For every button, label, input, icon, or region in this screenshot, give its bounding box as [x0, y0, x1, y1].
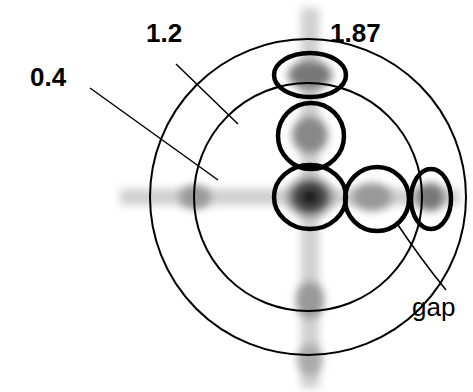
dimension-label: 1.87 — [330, 20, 381, 46]
dimension-label: 1.2 — [146, 20, 182, 46]
speckle-pattern — [120, 8, 460, 388]
leader-line — [90, 88, 218, 180]
inner-circle — [194, 83, 422, 311]
leader-lines — [90, 64, 446, 290]
dimension-label: 0.4 — [30, 64, 66, 90]
spot-ring — [274, 53, 346, 97]
spot-ring — [411, 169, 451, 229]
spot-ring — [278, 103, 344, 169]
spot-ring — [274, 165, 346, 229]
outer-circle — [150, 39, 466, 355]
gap-label: gap — [412, 294, 455, 320]
leader-line — [396, 222, 446, 290]
radius-circles — [150, 39, 466, 355]
leader-line — [176, 64, 238, 124]
spot-rings — [274, 53, 451, 231]
spot-ring — [345, 167, 409, 231]
